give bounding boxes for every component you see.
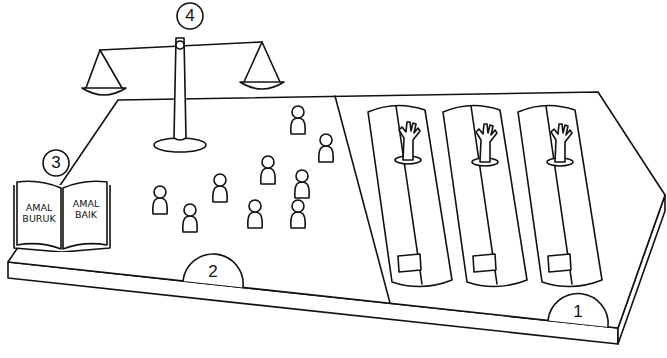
grave-ridge bbox=[546, 106, 572, 284]
person-body bbox=[213, 186, 227, 202]
scale-pole bbox=[174, 38, 186, 140]
person-head bbox=[262, 156, 274, 168]
callout-number: 4 bbox=[185, 6, 194, 26]
headstone bbox=[398, 254, 421, 272]
scale-string bbox=[100, 50, 122, 88]
rising-hand bbox=[395, 122, 421, 164]
hand-arm bbox=[476, 124, 497, 162]
scale-pan bbox=[240, 82, 284, 89]
grave-ridge bbox=[396, 106, 422, 284]
scale-beam bbox=[100, 42, 262, 50]
person-body bbox=[261, 168, 275, 184]
scale-pivot bbox=[176, 41, 184, 49]
person-head bbox=[296, 170, 308, 182]
platform-top bbox=[8, 92, 665, 328]
book-page bbox=[63, 181, 107, 249]
person-head bbox=[214, 174, 226, 186]
person-figure bbox=[213, 174, 227, 202]
grave-ridge bbox=[471, 106, 497, 284]
callout-circle bbox=[43, 150, 69, 176]
rising-hand bbox=[547, 124, 573, 166]
scale-pan bbox=[82, 88, 126, 95]
headstone bbox=[548, 254, 571, 272]
hand-arm bbox=[551, 124, 572, 162]
scale-string bbox=[244, 42, 262, 82]
callout-number: 2 bbox=[208, 262, 217, 282]
grave-mound bbox=[518, 105, 602, 286]
page-text: AMAL BAIK bbox=[66, 198, 106, 221]
person-figure bbox=[295, 170, 309, 198]
open-book: AMAL BURUK AMAL BAIK bbox=[12, 152, 112, 252]
headstone bbox=[473, 254, 496, 272]
person-figure bbox=[261, 156, 275, 184]
person-figure bbox=[183, 204, 197, 232]
person-head bbox=[184, 204, 196, 216]
callout-number: 1 bbox=[573, 302, 582, 322]
person-head bbox=[292, 200, 304, 212]
page-text: AMAL BURUK bbox=[19, 202, 59, 225]
callout-semicircle bbox=[548, 294, 608, 327]
person-figure bbox=[291, 200, 305, 228]
person-head bbox=[154, 186, 166, 198]
scale-string bbox=[86, 50, 100, 88]
person-body bbox=[295, 182, 309, 198]
person-head bbox=[249, 200, 261, 212]
grave-mound bbox=[443, 105, 527, 286]
book-page bbox=[17, 181, 61, 249]
person-figure bbox=[319, 134, 333, 162]
person-head bbox=[320, 134, 332, 146]
callout-semicircle bbox=[183, 254, 243, 287]
scale-string bbox=[262, 42, 280, 82]
person-body bbox=[291, 118, 305, 134]
callout-circle bbox=[177, 3, 203, 29]
person-figure bbox=[291, 106, 305, 134]
person-figure bbox=[248, 200, 262, 228]
person-head bbox=[292, 106, 304, 118]
person-body bbox=[153, 198, 167, 214]
person-body bbox=[183, 216, 197, 232]
grave-mound bbox=[368, 105, 452, 286]
person-figure bbox=[153, 186, 167, 214]
person-body bbox=[248, 212, 262, 228]
person-body bbox=[319, 146, 333, 162]
person-body bbox=[291, 212, 305, 228]
rising-hand bbox=[472, 124, 498, 166]
callout-number: 3 bbox=[51, 153, 60, 173]
hand-arm bbox=[399, 122, 420, 160]
